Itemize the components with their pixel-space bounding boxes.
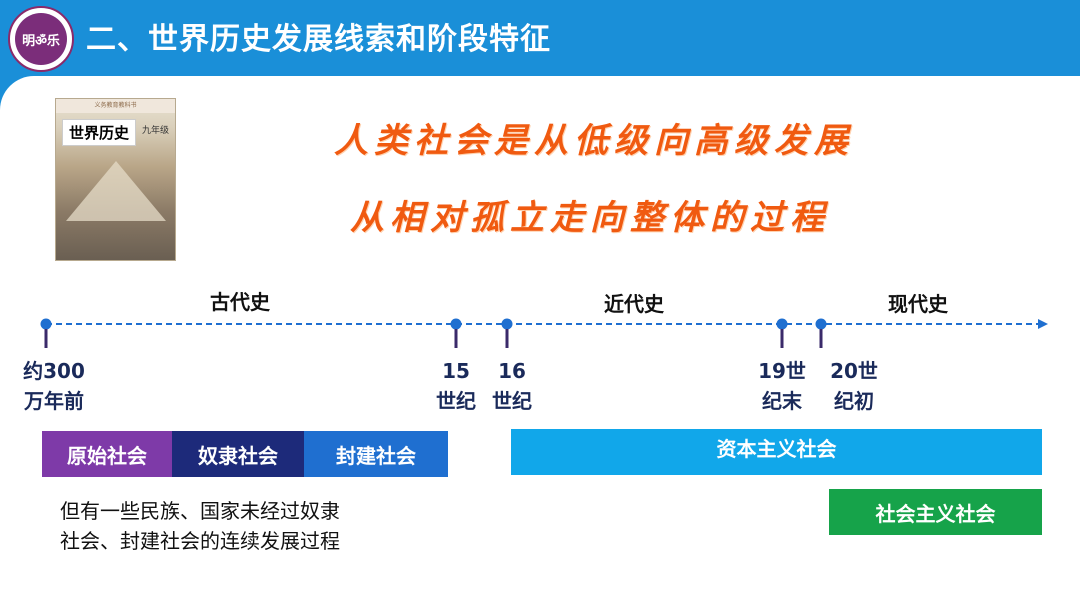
timeline-arrow-icon bbox=[1038, 319, 1048, 329]
era-ancient-label: 古代史 bbox=[210, 290, 270, 314]
book-grade: 九年级 bbox=[141, 126, 169, 136]
timeline-label-19c-l2: 纪末 bbox=[762, 389, 802, 413]
timeline-marker-15c bbox=[450, 318, 462, 348]
textbook-cover-image: 义务教育教科书 世界历史 九年级 bbox=[55, 98, 176, 261]
society-bar-capitalist: 资本主义社会 bbox=[511, 429, 1042, 475]
era-modern-label: 近代史 bbox=[604, 292, 664, 316]
timeline-label-16c: 16 世纪 bbox=[484, 356, 540, 416]
timeline-marker-19c bbox=[776, 318, 788, 348]
society-bar-slave: 奴隶社会 bbox=[172, 431, 304, 477]
book-pyramid-illustration bbox=[66, 161, 166, 221]
timeline-label-19c-l1: 19世 bbox=[758, 359, 806, 383]
timeline-label-start: 约300 万年前 bbox=[14, 356, 94, 416]
era-contemporary-label: 现代史 bbox=[888, 292, 948, 316]
timeline-label-start-l2: 万年前 bbox=[24, 389, 84, 413]
timeline-label-15c-l2: 世纪 bbox=[436, 389, 476, 413]
timeline-label-16c-l1: 16 bbox=[498, 359, 526, 383]
logo-text: 明ॐ乐 bbox=[22, 33, 60, 49]
timeline-label-20c-l2: 纪初 bbox=[834, 389, 874, 413]
footnote-line-2: 社会、封建社会的连续发展过程 bbox=[60, 529, 340, 553]
school-logo: 明ॐ乐 bbox=[8, 6, 74, 72]
timeline-marker-16c bbox=[501, 318, 513, 348]
book-series-label: 义务教育教科书 bbox=[56, 99, 175, 113]
timeline-label-15c: 15 世纪 bbox=[428, 356, 484, 416]
society-bar-socialist: 社会主义社会 bbox=[829, 489, 1042, 535]
timeline-marker-20c bbox=[815, 318, 827, 348]
logo-emblem: 明ॐ乐 bbox=[15, 13, 67, 65]
timeline-label-start-l1: 约300 bbox=[23, 359, 85, 383]
timeline-label-16c-l2: 世纪 bbox=[492, 389, 532, 413]
footnote: 但有一些民族、国家未经过奴隶 社会、封建社会的连续发展过程 bbox=[60, 496, 340, 556]
book-title: 世界历史 bbox=[62, 119, 137, 146]
society-bar-feudal: 封建社会 bbox=[304, 431, 448, 477]
timeline-label-15c-l1: 15 bbox=[442, 359, 470, 383]
timeline-label-20c-l1: 20世 bbox=[830, 359, 878, 383]
motto-line-1: 人类社会是从低级向高级发展 bbox=[334, 121, 854, 161]
footnote-line-1: 但有一些民族、国家未经过奴隶 bbox=[60, 499, 340, 523]
timeline-label-19c: 19世 纪末 bbox=[752, 356, 812, 416]
page-title: 二、世界历史发展线索和阶段特征 bbox=[86, 22, 551, 57]
timeline-label-20c: 20世 纪初 bbox=[822, 356, 886, 416]
header-bar bbox=[0, 0, 1080, 76]
society-bar-primitive: 原始社会 bbox=[42, 431, 172, 477]
timeline-marker-start bbox=[40, 318, 52, 348]
motto-line-2: 从相对孤立走向整体的过程 bbox=[350, 198, 830, 238]
